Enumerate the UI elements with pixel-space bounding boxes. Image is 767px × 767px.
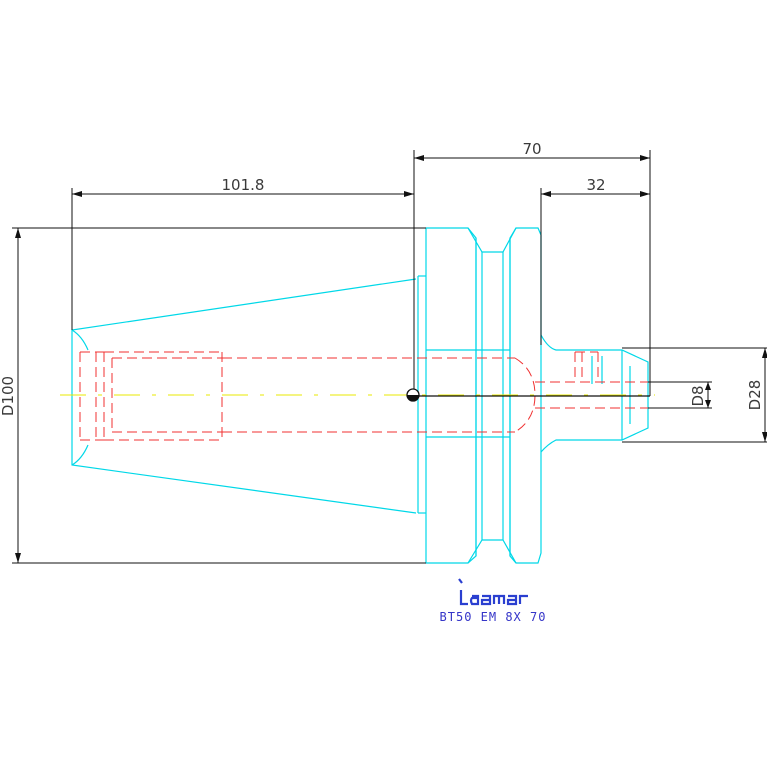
dim-bore-diameter: D8 [689, 385, 707, 406]
dimension-arrows [15, 155, 767, 563]
iscar-logo [458, 578, 528, 606]
dim-gauge-length: 101.8 [222, 176, 265, 194]
dim-projection: 70 [522, 140, 541, 158]
hidden-features [79, 351, 648, 441]
dim-flange-diameter: D100 [0, 376, 17, 416]
dimension-geometry [12, 150, 767, 564]
dim-shank-length: 32 [586, 176, 605, 194]
part-caption: BT50 EM 8X 70 [440, 610, 547, 624]
dim-nose-diameter: D28 [746, 380, 764, 411]
gauge-point-symbol [406, 388, 420, 402]
